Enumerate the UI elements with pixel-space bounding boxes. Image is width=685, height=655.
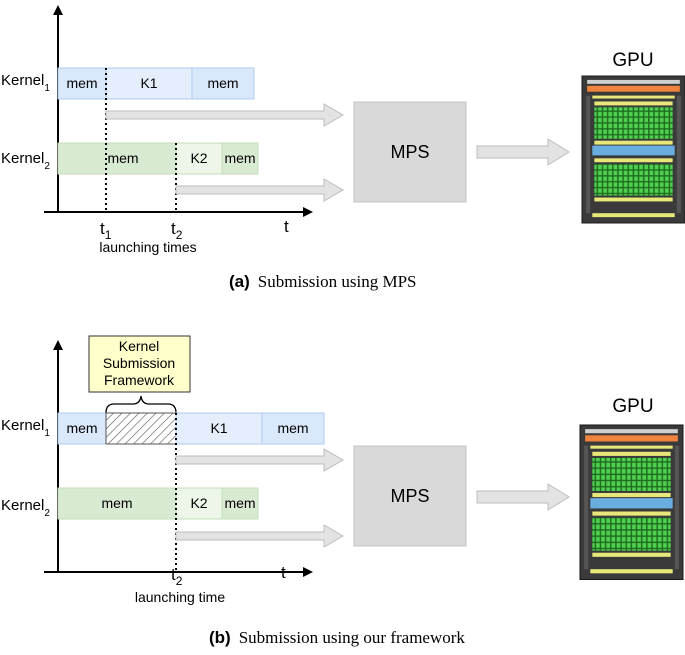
submit-arrow-k2-b [175,524,344,548]
k1-mem-label-2: mem [207,75,238,91]
panel-a: t Kernel1 mem K1 mem Kernel2 mem K2 mem … [1,5,685,291]
framework-delay-hatched [105,412,177,445]
launching-times-label: launching times [99,239,196,255]
gpu-chip-image-b [579,424,684,581]
k1-mem-label-b: mem [66,420,97,436]
k2-mem-segment-b-2 [221,487,259,520]
gpu-chip-image [581,75,685,224]
k2-mem-label-2: mem [224,150,255,166]
framework-label-line1: Kernel [119,338,159,354]
k1-kernel-segment [105,67,193,100]
k1-kernel-label: K1 [140,75,157,91]
mps-label: MPS [390,142,429,162]
kernel2-label-b: Kernel2 [1,497,50,519]
k1-mem-segment-b [57,412,107,445]
k2-mem-segment-2 [221,142,259,175]
k1-kernel-label-b: K1 [210,420,227,436]
framework-brace [105,395,177,414]
k1-mem-label: mem [66,75,97,91]
k1-kernel-segment-b [175,412,263,445]
k1-mem-label-b-2: mem [277,420,308,436]
kernel1-label-b: Kernel1 [1,417,50,439]
kernel1-label: Kernel1 [1,72,50,94]
submit-arrow-k1 [105,103,344,127]
submit-arrow-k2 [175,178,344,202]
gpu-label: GPU [612,50,653,71]
k2-kernel-label: K2 [190,150,207,166]
t2-label: t2 [171,219,183,242]
mps-label-b: MPS [390,486,429,506]
gpu-label-b: GPU [612,396,653,417]
k2-mem-label-b: mem [101,495,132,511]
launching-time-label: launching time [135,589,225,605]
t1-label: t1 [100,219,112,242]
k2-kernel-label-b: K2 [190,495,207,511]
caption-b: (b)Submission using our framework [209,628,465,647]
submit-arrow-k1-b [175,448,344,472]
k2-kernel-segment-b [175,487,223,520]
k1-mem-segment-b-2 [261,412,325,445]
k1-mem-segment-2 [191,67,255,100]
mps-box-b [353,445,467,547]
mps-to-gpu-arrow-b [476,483,570,511]
panel-b: t Kernel Submission Framework Kernel1 me… [1,335,684,647]
framework-label-line3: Framework [104,372,175,388]
t2-label-b: t2 [171,565,183,588]
k2-mem-label-b-2: mem [224,495,255,511]
axis-label-t-b: t [281,563,286,582]
framework-label-line2: Submission [103,355,175,371]
k2-mem-segment [57,142,177,175]
kernel2-label: Kernel2 [1,150,50,172]
mps-box [353,101,467,203]
framework-box [88,335,191,393]
axis-label-t: t [284,217,289,236]
k2-mem-label: mem [107,150,138,166]
mps-to-gpu-arrow [476,138,570,166]
caption-a: (a)Submission using MPS [229,272,417,291]
